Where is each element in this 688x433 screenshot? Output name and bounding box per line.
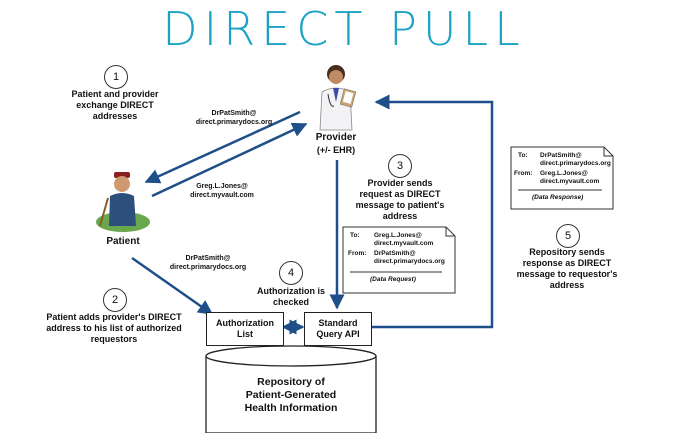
step-4-text: Authorization is checked <box>257 286 325 307</box>
provider-label: Provider <box>315 132 357 143</box>
data-request-page-icon <box>342 226 456 294</box>
arrow-provider-to-patient <box>144 110 301 184</box>
request-to-label: To: <box>350 232 360 239</box>
arrow-patient-to-authorization <box>131 256 214 316</box>
address-patient-mid-line2: direct.myvault.com <box>190 192 254 199</box>
step-3-text: Provider sends request as DIRECT message… <box>355 178 445 221</box>
data-response-page-icon <box>510 146 614 210</box>
arrow-api-to-provider <box>372 94 494 329</box>
step-4-badge: 4 <box>279 261 303 285</box>
request-from-label: From: <box>348 250 367 257</box>
arrow-patient-to-provider <box>151 122 308 198</box>
repository-label-line3: Health Information <box>244 402 338 414</box>
step-2-badge: 2 <box>103 288 127 312</box>
diagram-title: DIRECT PULL <box>162 2 526 56</box>
step-2-text: Patient adds provider's DIRECT address t… <box>46 312 182 344</box>
response-to-line2: direct.primarydocs.org <box>540 160 611 167</box>
request-to-line1: Greg.L.Jones@ <box>374 232 422 239</box>
address-provider-left-line1: DrPatSmith@ <box>185 255 231 262</box>
request-to-line2: direct.myvault.com <box>374 240 434 247</box>
address-provider-top-line2: direct.primarydocs.org <box>195 119 273 126</box>
patient-icon <box>96 172 150 232</box>
step-3-badge: 3 <box>388 154 412 178</box>
address-patient-mid: Greg.L.Jones@ direct.myvault.com <box>178 182 266 200</box>
request-from-line2: direct.primarydocs.org <box>374 258 445 265</box>
request-caption: (Data Request) <box>370 276 416 283</box>
repository-label: Repository of Patient-Generated Health I… <box>214 376 368 415</box>
data-response-message: To: DrPatSmith@ direct.primarydocs.org F… <box>510 146 614 210</box>
provider-doctor-icon <box>319 65 357 131</box>
response-to-label: To: <box>518 152 528 159</box>
data-request-message: To: Greg.L.Jones@ direct.myvault.com Fro… <box>342 226 456 294</box>
response-from-label: From: <box>514 170 533 177</box>
repository-label-line1: Repository of <box>257 376 325 388</box>
repository-database-icon <box>205 345 377 433</box>
response-from-line1: Greg.L.Jones@ <box>540 170 588 177</box>
step-1-badge: 1 <box>104 65 128 89</box>
patient-label: Patient <box>106 236 140 247</box>
response-caption: (Data Response) <box>532 194 584 201</box>
address-provider-top: DrPatSmith@ direct.primarydocs.org <box>186 109 282 127</box>
request-from-line1: DrPatSmith@ <box>374 250 416 257</box>
address-provider-top-line1: DrPatSmith@ <box>211 110 257 117</box>
provider-sub-label: (+/- EHR) <box>316 145 356 155</box>
response-to-line1: DrPatSmith@ <box>540 152 582 159</box>
step-1-text: Patient and provider exchange DIRECT add… <box>71 89 159 121</box>
authorization-list-box: Authorization List <box>206 312 284 346</box>
standard-query-api-box: Standard Query API <box>304 312 372 346</box>
address-patient-mid-line1: Greg.L.Jones@ <box>196 183 248 190</box>
step-5-text: Repository sends response as DIRECT mess… <box>516 247 618 290</box>
address-provider-left-line2: direct.primarydocs.org <box>169 264 247 271</box>
response-from-line2: direct.myvault.com <box>540 178 600 185</box>
step-5-badge: 5 <box>556 224 580 248</box>
repository-label-line2: Patient-Generated <box>245 389 337 401</box>
address-provider-left: DrPatSmith@ direct.primarydocs.org <box>160 254 256 272</box>
